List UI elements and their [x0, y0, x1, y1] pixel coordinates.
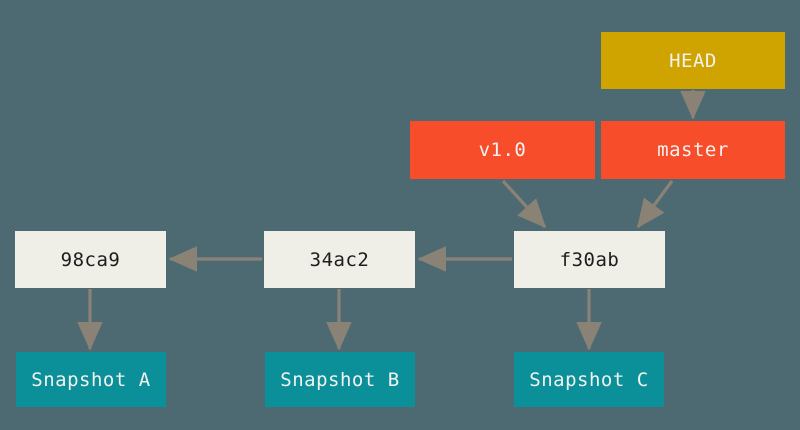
node-snapshot-a[interactable]: Snapshot A	[16, 352, 166, 407]
node-head[interactable]: HEAD	[601, 32, 785, 89]
node-snapshot-c-label: Snapshot C	[529, 368, 649, 391]
node-commit-34ac2[interactable]: 34ac2	[264, 231, 415, 288]
node-branch-master-label: master	[657, 139, 729, 161]
node-branch-master[interactable]: master	[601, 121, 785, 179]
node-commit-f30ab[interactable]: f30ab	[514, 231, 665, 288]
edge-v1-to-f30ab	[501, 179, 547, 229]
node-snapshot-c[interactable]: Snapshot C	[514, 352, 664, 407]
node-snapshot-b[interactable]: Snapshot B	[265, 352, 415, 407]
node-commit-98ca9[interactable]: 98ca9	[15, 231, 166, 288]
node-tag-v1[interactable]: v1.0	[410, 121, 595, 179]
edge-master-to-f30ab	[636, 180, 674, 229]
node-snapshot-b-label: Snapshot B	[280, 368, 400, 391]
node-snapshot-a-label: Snapshot A	[31, 368, 151, 391]
node-head-label: HEAD	[669, 49, 717, 72]
node-commit-98ca9-label: 98ca9	[60, 248, 121, 271]
node-commit-34ac2-label: 34ac2	[309, 248, 370, 271]
node-commit-f30ab-label: f30ab	[559, 248, 620, 271]
node-tag-v1-label: v1.0	[478, 139, 527, 161]
